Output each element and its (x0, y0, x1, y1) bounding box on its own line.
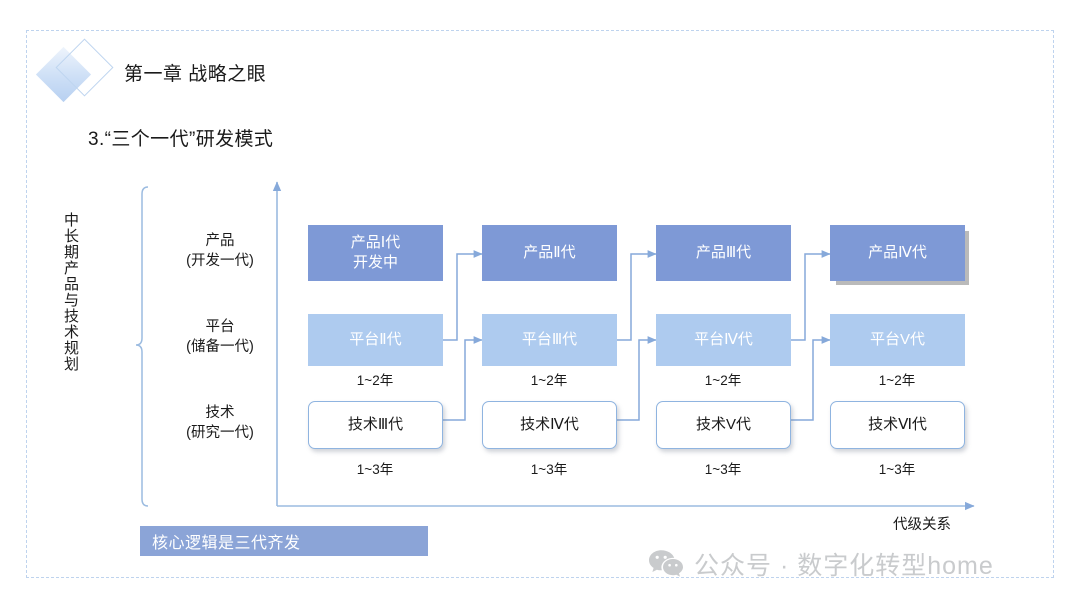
connector-platform3-product4 (791, 250, 831, 341)
tech-node-2-line1: 技术Ⅳ代 (520, 416, 579, 433)
tech-duration-3: 1~3年 (704, 462, 742, 477)
product-node-1-line1: 产品Ⅰ代 (350, 234, 401, 251)
core-logic-banner: 核心逻辑是三代齐发 (140, 526, 428, 556)
tech-node-4-line1: 技术Ⅵ代 (868, 416, 927, 433)
row-label-tech-line1: 技术 (205, 405, 235, 421)
platform-duration-4: 1~2年 (878, 373, 916, 388)
row-label-product-line1: 产品 (205, 233, 235, 249)
planning-brace (135, 186, 149, 507)
platform-node-4-line1: 平台V代 (869, 331, 925, 348)
row-label-tech-line2: (研究一代) (186, 425, 254, 441)
product-node-2[interactable]: 产品Ⅱ代 (482, 225, 617, 281)
tech-node-3[interactable]: 技术V代 (656, 401, 791, 449)
watermark: 公众号 · 数字化转型home (648, 546, 994, 582)
product-node-3[interactable]: 产品Ⅲ代 (656, 225, 791, 281)
row-label-platform-line1: 平台 (205, 319, 235, 335)
platform-node-2[interactable]: 平台Ⅲ代 (482, 314, 617, 366)
tech-node-2[interactable]: 技术Ⅳ代 (482, 401, 617, 449)
platform-node-1[interactable]: 平台Ⅱ代 (308, 314, 443, 366)
tech-duration-1: 1~3年 (356, 462, 394, 477)
connector-tech2-platform3 (617, 336, 657, 421)
watermark-text: 公众号 · 数字化转型home (694, 552, 994, 580)
row-label-product: 产品 (开发一代) (160, 231, 280, 271)
platform-node-4[interactable]: 平台V代 (830, 314, 965, 366)
wechat-icon (648, 549, 684, 579)
section-title: 3.“三个一代”研发模式 (88, 129, 274, 150)
platform-node-2-line1: 平台Ⅲ代 (521, 331, 578, 348)
vertical-axis-label: 中长期产品与技术规划 (62, 212, 79, 372)
connector-platform2-product3 (617, 250, 657, 341)
row-label-platform-line2: (储备一代) (186, 339, 254, 355)
connector-tech1-platform2 (443, 336, 483, 421)
horizontal-axis-label: 代级关系 (893, 517, 951, 533)
platform-node-1-line1: 平台Ⅱ代 (349, 331, 402, 348)
tech-node-1-line1: 技术Ⅲ代 (347, 416, 404, 433)
platform-node-3-line1: 平台Ⅳ代 (694, 331, 753, 348)
product-node-1-line2: 开发中 (352, 254, 398, 271)
platform-node-3[interactable]: 平台Ⅳ代 (656, 314, 791, 366)
connector-tech3-platform4 (791, 336, 831, 421)
platform-duration-3: 1~2年 (704, 373, 742, 388)
product-node-3-line1: 产品Ⅲ代 (695, 244, 752, 261)
tech-node-1[interactable]: 技术Ⅲ代 (308, 401, 443, 449)
row-label-tech: 技术 (研究一代) (160, 403, 280, 443)
slide-header: 第一章 战略之眼 (35, 38, 267, 103)
platform-duration-1: 1~2年 (356, 373, 394, 388)
tech-duration-2: 1~3年 (530, 462, 568, 477)
product-node-4[interactable]: 产品Ⅳ代 (830, 225, 965, 281)
row-label-platform: 平台 (储备一代) (160, 317, 280, 357)
tech-node-3-line1: 技术V代 (695, 416, 751, 433)
platform-duration-2: 1~2年 (530, 373, 568, 388)
product-node-1[interactable]: 产品Ⅰ代 开发中 (308, 225, 443, 281)
chapter-title: 第一章 战略之眼 (124, 63, 267, 85)
product-node-2-line1: 产品Ⅱ代 (523, 244, 576, 261)
connector-platform1-product2 (443, 250, 483, 341)
row-label-product-line2: (开发一代) (186, 253, 254, 269)
tech-duration-4: 1~3年 (878, 462, 916, 477)
product-node-4-line1: 产品Ⅳ代 (868, 244, 927, 261)
tech-node-4[interactable]: 技术Ⅵ代 (830, 401, 965, 449)
